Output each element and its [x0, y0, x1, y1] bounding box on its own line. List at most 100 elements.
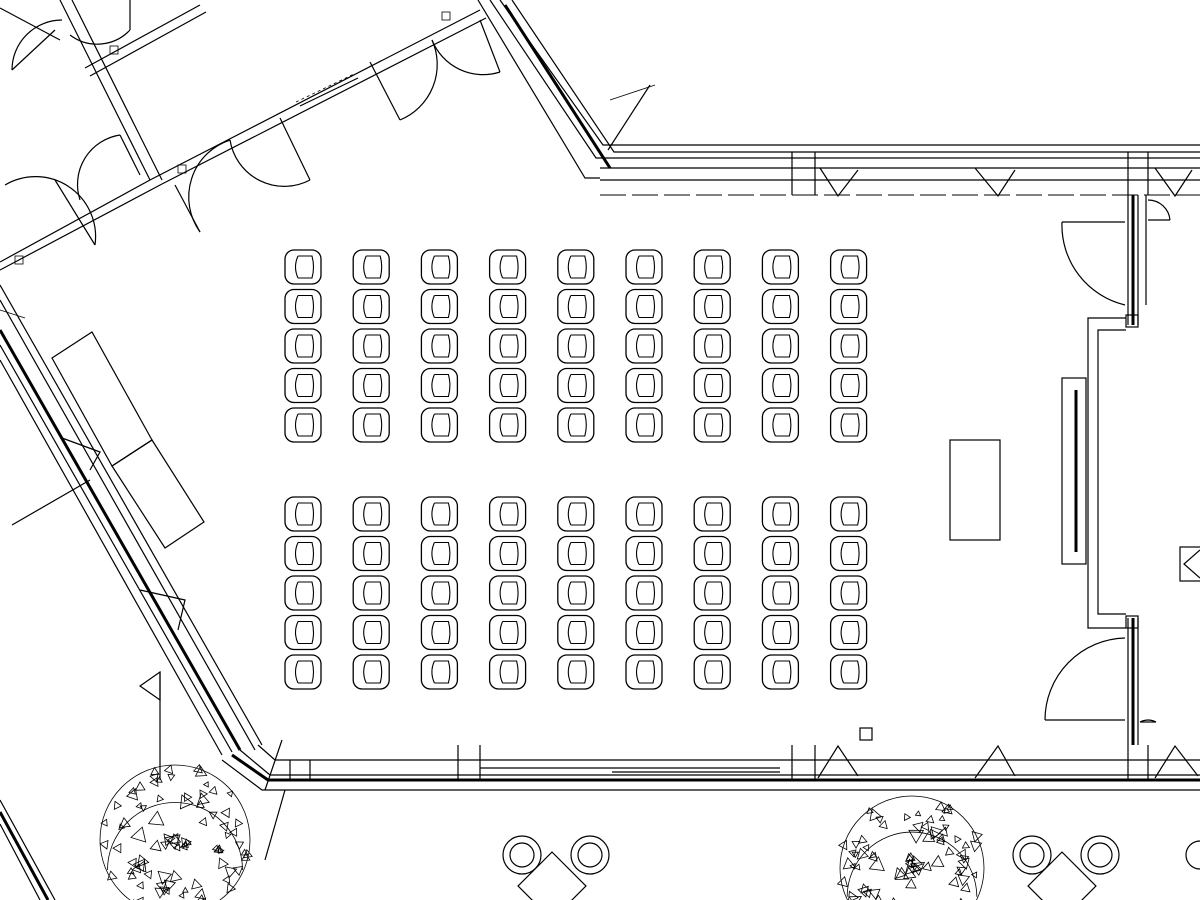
chair — [761, 575, 800, 611]
chair — [761, 535, 800, 572]
seating-block-back — [284, 496, 868, 690]
chair — [352, 367, 390, 404]
chair — [557, 614, 595, 651]
chair — [352, 614, 390, 651]
chair — [625, 535, 663, 572]
stage — [1061, 317, 1126, 629]
chair — [420, 249, 459, 285]
chair — [420, 496, 459, 532]
chair — [488, 535, 527, 572]
chair — [693, 535, 731, 572]
lectern — [949, 439, 1001, 541]
chair — [693, 496, 731, 532]
chair — [693, 407, 731, 443]
chair — [557, 249, 595, 285]
chair — [284, 614, 322, 651]
chair — [829, 535, 868, 572]
chair — [488, 654, 527, 690]
floor-outlet — [859, 727, 873, 741]
outer-walls — [0, 0, 1200, 861]
chair — [488, 288, 527, 325]
chair — [625, 496, 663, 532]
chair — [488, 407, 527, 443]
chair — [693, 249, 731, 285]
chair — [761, 328, 800, 364]
chair — [488, 496, 527, 532]
chair — [284, 496, 322, 532]
chair — [284, 249, 322, 285]
east-wall — [1125, 195, 1171, 745]
chair — [625, 654, 663, 690]
cafe-table-set-1 — [502, 835, 610, 900]
chair — [625, 575, 663, 611]
chair — [352, 249, 390, 285]
chair — [488, 249, 527, 285]
room-door-upper — [1061, 221, 1126, 306]
west-window-benches — [11, 331, 205, 549]
chair — [761, 407, 800, 443]
chair — [557, 496, 595, 532]
chair — [693, 614, 731, 651]
chair — [557, 328, 595, 364]
chair — [829, 288, 868, 325]
chair — [352, 328, 390, 364]
side-table — [1179, 546, 1200, 582]
chair — [693, 575, 731, 611]
chair — [625, 614, 663, 651]
chair — [420, 654, 459, 690]
chair — [557, 535, 595, 572]
chair — [557, 288, 595, 325]
chair — [352, 654, 390, 690]
chair — [761, 288, 800, 325]
chair — [829, 407, 868, 443]
chair — [625, 407, 663, 443]
chair — [761, 249, 800, 285]
cafe-table-set-2 — [1012, 835, 1200, 900]
chair — [284, 535, 322, 572]
seating-block-front — [284, 249, 868, 443]
chair — [420, 575, 459, 611]
tree-left — [99, 763, 253, 900]
chair — [284, 654, 322, 690]
chair — [420, 328, 459, 364]
window-vents — [61, 167, 1199, 779]
chair — [352, 496, 390, 532]
chair — [557, 575, 595, 611]
chair — [625, 367, 663, 404]
chair — [284, 407, 322, 443]
chair — [284, 367, 322, 404]
chair — [829, 367, 868, 404]
room-door-lower — [1044, 637, 1126, 721]
chair — [625, 328, 663, 364]
chair — [420, 288, 459, 325]
chair — [284, 288, 322, 325]
chair — [284, 328, 322, 364]
chair — [420, 367, 459, 404]
chair — [352, 288, 390, 325]
chair — [829, 575, 868, 611]
chair — [761, 614, 800, 651]
chair — [420, 614, 459, 651]
chair — [829, 614, 868, 651]
chair — [761, 367, 800, 404]
flagpole — [138, 670, 161, 780]
chair — [488, 367, 527, 404]
corridor-rooms — [0, 0, 487, 271]
chair — [829, 249, 868, 285]
chair — [829, 496, 868, 532]
chair — [488, 575, 527, 611]
chair — [488, 614, 527, 651]
chair — [488, 328, 527, 364]
chair — [625, 249, 663, 285]
chair — [420, 535, 459, 572]
chair — [557, 654, 595, 690]
chair — [352, 575, 390, 611]
chair — [693, 288, 731, 325]
corner-wall-sw — [0, 799, 56, 900]
corridor-doors — [4, 0, 501, 265]
chair — [625, 288, 663, 325]
tree-right — [836, 795, 985, 900]
chair — [352, 535, 390, 572]
chair — [557, 367, 595, 404]
